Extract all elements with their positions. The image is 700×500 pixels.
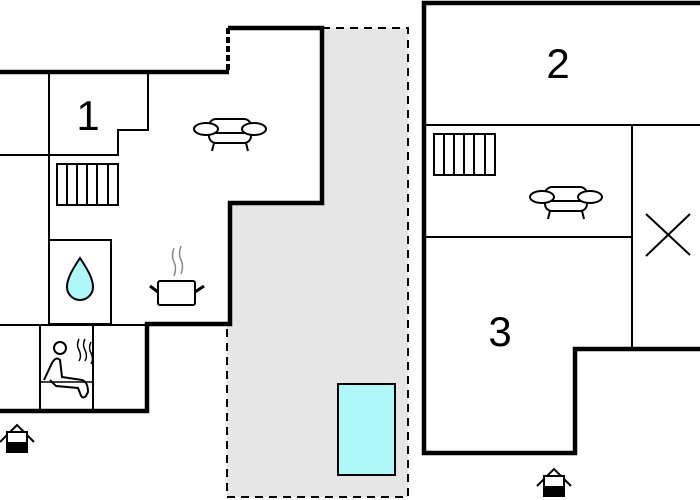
room-number-2: 2 xyxy=(546,40,569,87)
room-number-1: 1 xyxy=(76,92,99,139)
entrance-icon xyxy=(0,424,35,453)
stairs-icon xyxy=(433,133,496,176)
sofa-icon xyxy=(529,186,603,220)
stairs-icon xyxy=(56,163,119,206)
cooking-pot-icon xyxy=(149,245,205,306)
pool xyxy=(337,383,396,476)
void-x-icon xyxy=(645,213,691,257)
water-drop-icon xyxy=(65,256,95,301)
sauna-icon xyxy=(40,338,94,399)
entrance-icon xyxy=(536,468,572,497)
right-building xyxy=(421,0,700,456)
room-number-3: 3 xyxy=(488,308,511,355)
